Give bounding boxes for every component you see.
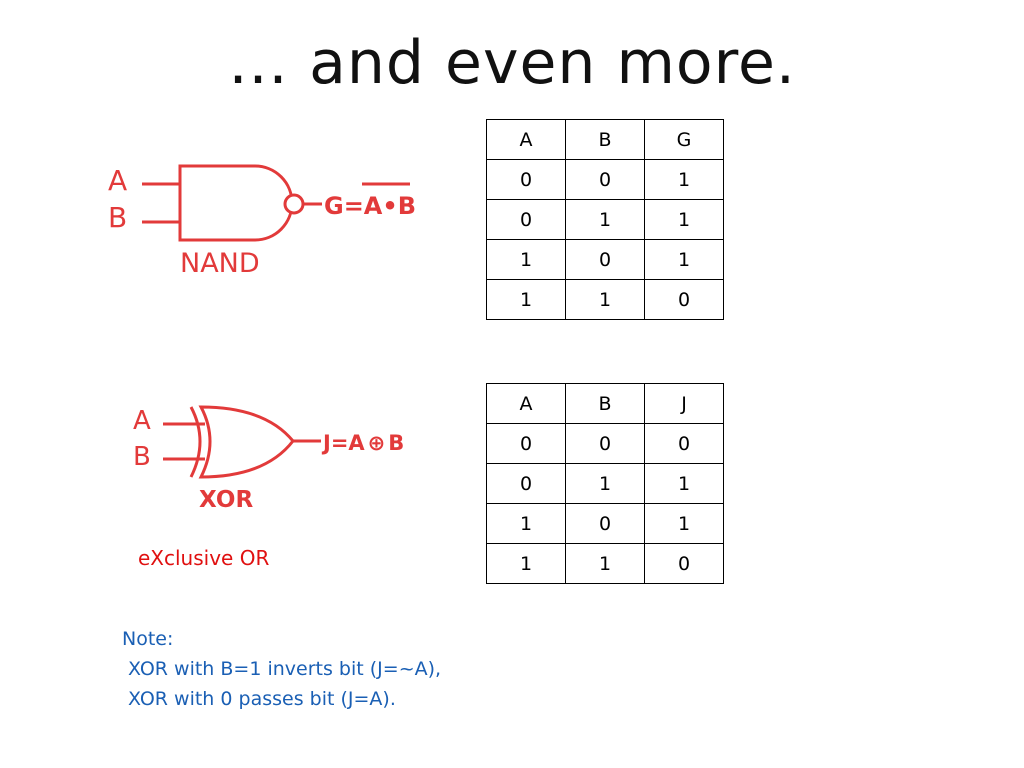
table-cell: 0 — [565, 239, 645, 280]
header-cell: G — [644, 119, 724, 160]
table-cell: 0 — [486, 423, 566, 464]
table-cell: 0 — [486, 159, 566, 200]
table-cell: 1 — [565, 543, 645, 584]
table-cell: 0 — [565, 423, 645, 464]
xor-output-suffix: B — [388, 431, 404, 455]
note-line-pass: XOR with 0 passes bit (J=A). — [122, 688, 396, 710]
table-cell: 1 — [644, 239, 724, 280]
nand-truth-table: A B G 0 0 1 0 1 1 1 0 1 1 1 0 — [486, 119, 724, 320]
header-cell: A — [486, 383, 566, 424]
xor-gate-name: XOR — [199, 487, 253, 513]
table-cell: 1 — [486, 239, 566, 280]
nand-output-label: G=A•B — [324, 192, 416, 220]
table-cell: 1 — [486, 543, 566, 584]
table-cell: 1 — [565, 199, 645, 240]
xor-gate-diagram: A B J=A⊕B XOR — [133, 405, 404, 513]
xor-caption: eXclusive OR — [138, 546, 270, 570]
table-cell: 1 — [565, 463, 645, 504]
table-cell: 0 — [644, 279, 724, 320]
xor-extra-curve — [189, 406, 202, 478]
table-row: 1 0 1 — [486, 503, 724, 544]
table-cell: 1 — [644, 159, 724, 200]
note-block: Note: XOR with B=1 inverts bit (J=~A), X… — [122, 624, 441, 714]
nand-gate-name: NAND — [180, 248, 260, 279]
table-row: 1 0 1 — [486, 239, 724, 280]
nand-input-b-label: B — [108, 201, 127, 234]
xor-symbol: ⊕ — [368, 431, 386, 455]
header-cell: B — [565, 119, 645, 160]
table-row: 0 0 1 — [486, 159, 724, 200]
table-cell: 1 — [486, 279, 566, 320]
nand-gate-diagram: A B G=A•B NAND — [108, 164, 416, 279]
table-cell: 1 — [644, 463, 724, 504]
slide-title: … and even more. — [228, 28, 796, 98]
table-row: 0 1 1 — [486, 199, 724, 240]
table-row: 1 1 0 — [486, 543, 724, 584]
table-header-row: A B J — [486, 383, 724, 424]
nand-gate-body — [178, 164, 294, 242]
header-cell: B — [565, 383, 645, 424]
table-cell: 0 — [565, 503, 645, 544]
table-header-row: A B G — [486, 119, 724, 160]
xor-output-prefix: J=A — [321, 431, 365, 455]
table-row: 1 1 0 — [486, 279, 724, 320]
note-heading: Note: — [122, 628, 174, 650]
table-cell: 0 — [644, 423, 724, 464]
table-cell: 1 — [486, 503, 566, 544]
table-row: 0 1 1 — [486, 463, 724, 504]
table-cell: 0 — [486, 199, 566, 240]
header-cell: A — [486, 119, 566, 160]
table-cell: 1 — [644, 199, 724, 240]
nand-input-a-label: A — [108, 164, 127, 197]
table-cell: 0 — [565, 159, 645, 200]
table-cell: 0 — [644, 543, 724, 584]
note-line-invert: XOR with B=1 inverts bit (J=~A), — [122, 658, 442, 680]
table-cell: 1 — [644, 503, 724, 544]
header-cell: J — [644, 383, 724, 424]
xor-input-b-label: B — [133, 442, 151, 472]
xor-input-a-label: A — [133, 406, 151, 436]
xor-gate-body — [198, 405, 295, 479]
nand-inversion-bubble — [283, 193, 305, 215]
table-cell: 0 — [486, 463, 566, 504]
table-row: 0 0 0 — [486, 423, 724, 464]
xor-output-label: J=A⊕B — [321, 431, 404, 455]
xor-truth-table: A B J 0 0 0 0 1 1 1 0 1 1 1 0 — [486, 383, 724, 584]
table-cell: 1 — [565, 279, 645, 320]
